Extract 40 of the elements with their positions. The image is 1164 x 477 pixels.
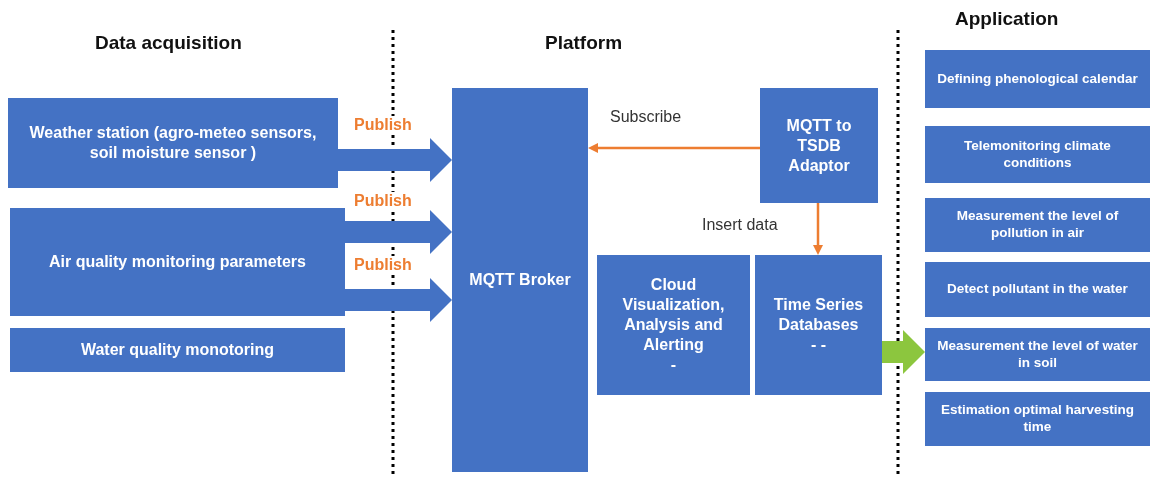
process-box [925, 50, 1150, 108]
box-text: Time Series Databases [772, 295, 865, 335]
edge-label: Publish [352, 192, 414, 210]
box-text: Air quality monitoring parameters [49, 252, 306, 272]
process-box [597, 255, 750, 395]
block-arrow [338, 138, 452, 182]
process-box [10, 328, 345, 372]
process-box [925, 392, 1150, 446]
box-text: - - [810, 335, 827, 355]
block-arrow [882, 330, 925, 374]
column-heading: Platform [545, 32, 623, 54]
box-text: Measurement the level of pollution in air [955, 208, 1120, 242]
process-box [760, 88, 878, 203]
box-text: - [670, 355, 677, 375]
process-box [452, 88, 588, 472]
process-box [925, 126, 1150, 183]
box-text: Cloud Visualization, Analysis and Alerting [621, 275, 726, 355]
arrow [588, 143, 760, 153]
box-text: Defining phenological calendar [937, 70, 1138, 88]
box-text: Measurement the level of water in soil [936, 337, 1139, 372]
box-text: MQTT to TSDB Adaptor [785, 115, 853, 176]
process-box [925, 198, 1150, 252]
process-box [925, 262, 1150, 317]
process-box [925, 328, 1150, 381]
column-heading: Data acquisition [95, 32, 242, 54]
process-box [755, 255, 882, 395]
box-text: Weather station (agro-meteo sensors, soil moisture sensor ) [28, 123, 318, 163]
process-box [8, 98, 338, 188]
process-box [10, 208, 345, 316]
block-arrow [345, 278, 452, 322]
box-text: Telemonitoring climate conditions [963, 137, 1112, 172]
arrow [813, 203, 823, 255]
block-arrow [345, 210, 452, 254]
box-text: Water quality monotoring [80, 340, 275, 360]
box-text: Estimation optimal harvesting time [940, 402, 1135, 436]
box-text: Detect pollutant in the water [947, 281, 1128, 298]
edge-label: Publish [352, 256, 414, 274]
edge-label: Publish [352, 116, 414, 134]
box-text: MQTT Broker [469, 270, 571, 290]
column-heading: Application [955, 8, 1059, 30]
